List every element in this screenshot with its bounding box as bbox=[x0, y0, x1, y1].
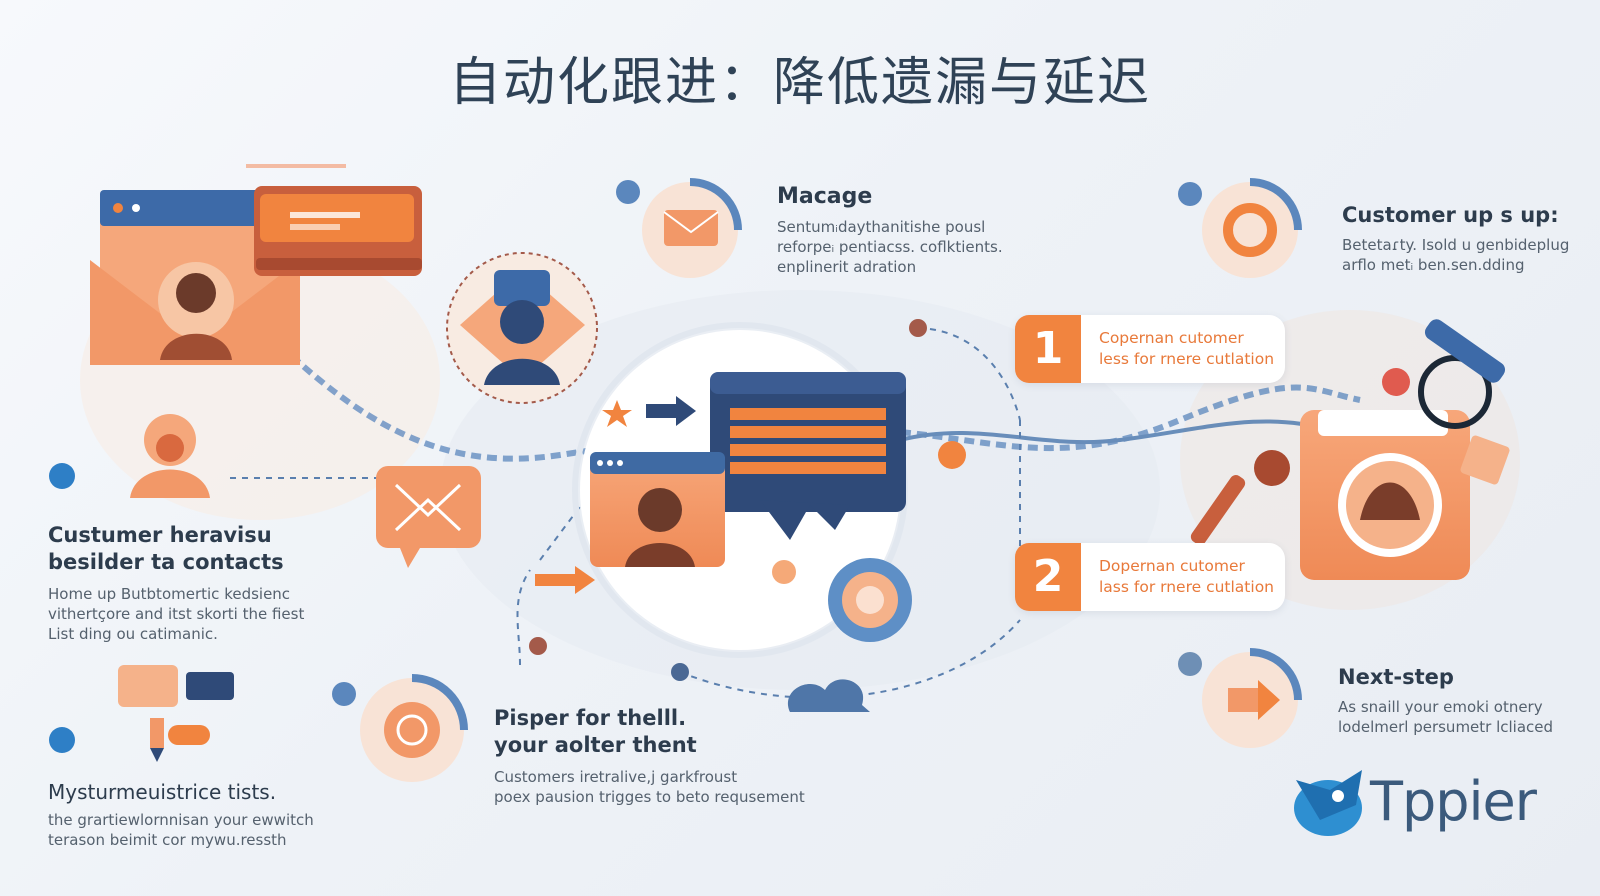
message-window-icon bbox=[710, 372, 906, 540]
mystur-heading: Mysturmeuistrice tists. bbox=[48, 780, 277, 804]
next-step-line: lodelmerl persumetr lcliaced bbox=[1338, 718, 1554, 736]
step-line: lass for rnere cutlation bbox=[1099, 578, 1274, 596]
arrow-right-icon bbox=[646, 396, 696, 426]
person-icon bbox=[130, 414, 210, 498]
agent-card-icon bbox=[590, 452, 725, 567]
envelope-icon bbox=[616, 178, 742, 278]
macage-line: enplinerit adration bbox=[777, 258, 917, 276]
next-step-heading: Next-step bbox=[1338, 665, 1454, 689]
mystur-line: the grartiewlornnisan your ewwitch bbox=[48, 811, 314, 829]
step-number: 1 bbox=[1015, 315, 1081, 383]
email-window-icon bbox=[90, 190, 300, 365]
customer-up-line: arflo metᵢ ben.sen.dding bbox=[1342, 256, 1525, 274]
browser-card-icon bbox=[254, 186, 422, 276]
gear-icon bbox=[828, 558, 912, 642]
dashed-connectors bbox=[230, 327, 1021, 699]
custumer-line: Home up Butbtomertic kedsienc bbox=[48, 585, 291, 603]
customer-up-line: Betetaɾty. Isold u genbideplug bbox=[1342, 236, 1570, 254]
macage-section: Macage Sentumᵢdaythanitishe pousl reforp… bbox=[777, 184, 1077, 277]
custumer-line: vithertçore and itst skorti the fiest bbox=[48, 605, 305, 623]
bullet-dot-icon bbox=[49, 463, 75, 489]
avatar-icon bbox=[446, 252, 598, 404]
chat-bubbles-icon bbox=[118, 665, 234, 762]
customer-up-heading: Customer up s up: bbox=[1342, 203, 1559, 227]
custumer-heravisu-section: Custumer heravisu besilder ta contacts H… bbox=[48, 522, 348, 644]
pisper-section: Pisper for thelll. your aolter thent Cus… bbox=[494, 705, 854, 807]
donut-icon bbox=[1178, 178, 1302, 278]
next-step-line: As snaill your emoki otnery bbox=[1338, 698, 1543, 716]
step-number: 2 bbox=[1015, 543, 1081, 611]
custumer-line: List ding ou catimanic. bbox=[48, 625, 218, 643]
refresh-icon bbox=[332, 674, 468, 782]
small-arrow-icon bbox=[535, 566, 595, 594]
step-line: less for rnere cutlation bbox=[1099, 350, 1275, 368]
envelope-bubble-icon bbox=[376, 466, 481, 568]
step-card-2: 2 Dopernan cutomer lass for rnere cutlat… bbox=[1015, 543, 1285, 611]
app-card-icon bbox=[1300, 319, 1510, 580]
step-line: Dopernan cutomer bbox=[1099, 557, 1245, 575]
pisper-heading-line: Pisper for thelll. bbox=[494, 706, 687, 730]
bullet-dot-icon bbox=[49, 727, 75, 753]
pisper-heading-line: your aolter thent bbox=[494, 733, 697, 757]
customer-up-section: Customer up s up: Betetaɾty. Isold u gen… bbox=[1342, 203, 1592, 275]
step-line: Copernan cutomer bbox=[1099, 329, 1244, 347]
macage-line: reforpeᵢ pentiacss. coflktients. bbox=[777, 238, 1003, 256]
bird-logo-icon bbox=[1294, 770, 1362, 836]
pisper-line: poex pausion trigges to beto requsement bbox=[494, 788, 805, 806]
brand-name: Tppier bbox=[1370, 770, 1537, 833]
mystur-section: Mysturmeuistrice tists. the grartiewlorn… bbox=[48, 780, 388, 850]
custumer-heading-line: besilder ta contacts bbox=[48, 550, 284, 574]
star-icon bbox=[602, 400, 632, 427]
custumer-heading-line: Custumer heravisu bbox=[48, 523, 272, 547]
page-title: 自动化跟进：降低遗漏与延迟 bbox=[448, 53, 1151, 113]
mystur-line: terason beimit cor mywu.ressth bbox=[48, 831, 287, 849]
macage-heading: Macage bbox=[777, 184, 873, 209]
step-card-1: 1 Copernan cutomer less for rnere cutlat… bbox=[1015, 315, 1285, 383]
macage-line: Sentumᵢdaythanitishe pousl bbox=[777, 218, 986, 236]
next-step-section: Next-step As snaill your emoki otnery lo… bbox=[1338, 665, 1598, 737]
pisper-line: Customers iretralive,j garkfroust bbox=[494, 768, 738, 786]
cloud-icon bbox=[788, 679, 870, 712]
arrow-right-icon bbox=[1178, 648, 1302, 748]
